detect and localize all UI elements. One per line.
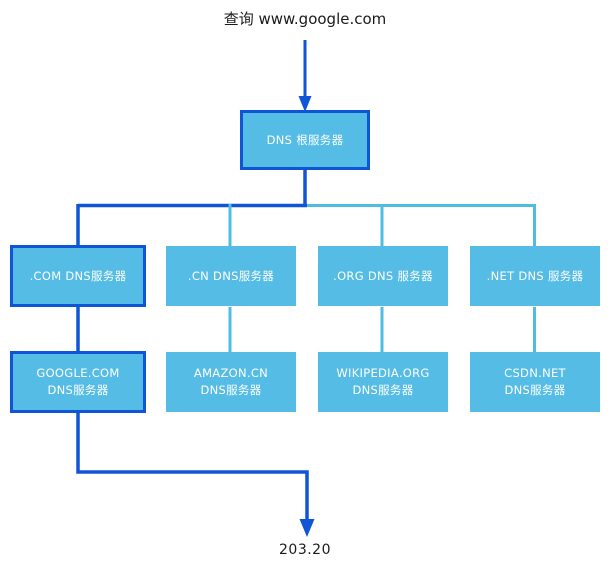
- node-dns-root[interactable]: DNS 根服务器: [240, 110, 370, 170]
- google-to-result-connector: [76, 412, 315, 537]
- node-label-line1: WIKIPEDIA.ORG: [336, 366, 430, 380]
- node-label: DNS 根服务器: [266, 132, 344, 147]
- node-label: .COM DNS服务器: [29, 268, 127, 283]
- node-tld-com[interactable]: .COM DNS服务器: [10, 245, 146, 307]
- node-label-line2: DNS服务器: [200, 383, 262, 397]
- node-tld-org[interactable]: .ORG DNS 服务器: [318, 246, 448, 306]
- node-label-line2: DNS服务器: [504, 383, 566, 397]
- node-domain-google-com[interactable]: GOOGLE.COM DNS服务器: [10, 351, 146, 413]
- query-to-root-connector: [298, 40, 312, 112]
- node-domain-csdn-net[interactable]: CSDN.NET DNS服务器: [470, 352, 600, 412]
- node-label-line1: CSDN.NET: [504, 366, 566, 380]
- node-label-line2: DNS服务器: [47, 383, 109, 397]
- result-ip-label: 203.20: [279, 542, 331, 558]
- node-label: .NET DNS 服务器: [486, 268, 584, 283]
- node-label: .CN DNS服务器: [187, 268, 275, 283]
- node-tld-net[interactable]: .NET DNS 服务器: [470, 246, 600, 306]
- node-domain-amazon-cn[interactable]: AMAZON.CN DNS服务器: [166, 352, 296, 412]
- node-domain-wikipedia-org[interactable]: WIKIPEDIA.ORG DNS服务器: [318, 352, 448, 412]
- result-occlusion-patch: [332, 540, 374, 562]
- node-label-line1: AMAZON.CN: [193, 366, 269, 380]
- node-label: .ORG DNS 服务器: [333, 268, 433, 283]
- node-label-line2: DNS服务器: [352, 383, 414, 397]
- node-tld-cn[interactable]: .CN DNS服务器: [166, 246, 296, 306]
- query-label: 查询 www.google.com: [223, 10, 387, 28]
- node-label-line1: GOOGLE.COM: [36, 366, 120, 380]
